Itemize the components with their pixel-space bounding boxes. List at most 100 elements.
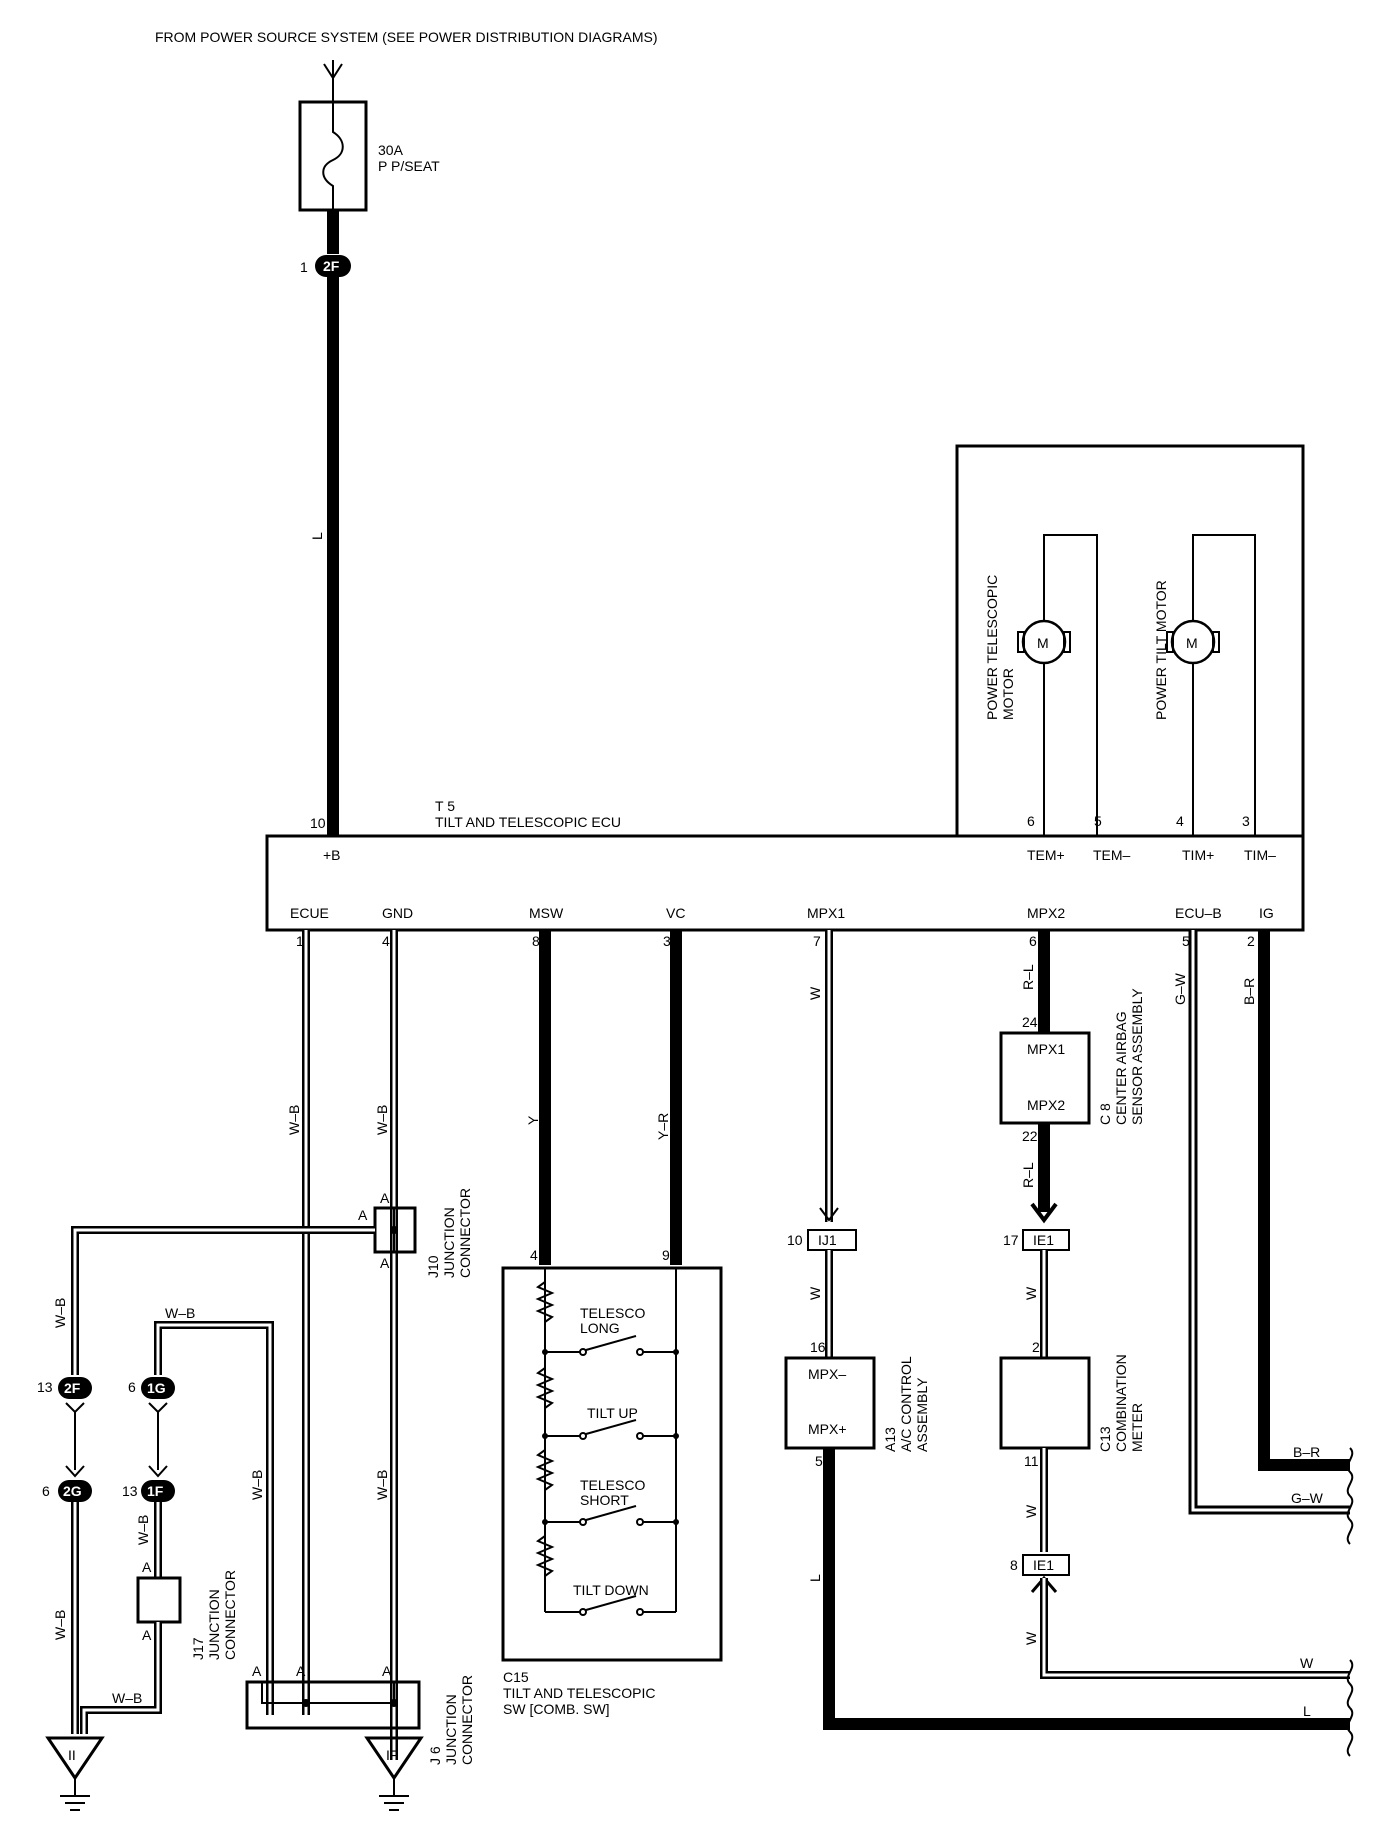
svg-text:IJ1: IJ1	[818, 1232, 837, 1248]
svg-text:4: 4	[1176, 813, 1184, 829]
svg-text:2F: 2F	[323, 258, 340, 274]
svg-text:5: 5	[1182, 933, 1190, 949]
ground-if: IF	[364, 1736, 424, 1811]
connector-ie1-bottom: 8 IE1	[1010, 1554, 1070, 1593]
svg-text:4: 4	[382, 933, 390, 949]
wire-ie1-w-out: W W	[1023, 1578, 1350, 1679]
svg-text:3: 3	[1242, 813, 1250, 829]
svg-text:W–B: W–B	[374, 1105, 390, 1135]
svg-text:8: 8	[1010, 1557, 1018, 1573]
svg-text:CONNECTOR: CONNECTOR	[457, 1188, 473, 1278]
switch-name-2: SW [COMB. SW]	[503, 1701, 610, 1717]
svg-text:2: 2	[1032, 1339, 1040, 1355]
svg-text:5: 5	[815, 1453, 823, 1469]
svg-text:16: 16	[810, 1339, 826, 1355]
svg-text:1G: 1G	[147, 1380, 166, 1396]
svg-text:ECU–B: ECU–B	[1175, 905, 1222, 921]
svg-text:13: 13	[122, 1483, 138, 1499]
junction-j17: A A J17 JUNCTION CONNECTOR	[136, 1559, 238, 1660]
svg-text:W–B: W–B	[135, 1515, 151, 1545]
connector-2f-left: 13 2F	[37, 1377, 92, 1478]
svg-text:A: A	[380, 1190, 390, 1206]
wire-meter-to-ie1: W	[1023, 1448, 1048, 1552]
svg-text:24: 24	[1022, 1014, 1038, 1030]
svg-text:A: A	[382, 1663, 392, 1679]
svg-text:CONNECTOR: CONNECTOR	[222, 1570, 238, 1660]
svg-text:22: 22	[1022, 1128, 1038, 1144]
svg-text:W: W	[1023, 1504, 1039, 1518]
svg-text:A: A	[296, 1663, 306, 1679]
svg-text:2: 2	[1247, 933, 1255, 949]
svg-text:W–B: W–B	[52, 1610, 68, 1640]
svg-text:3: 3	[663, 933, 671, 949]
svg-text:A: A	[252, 1663, 262, 1679]
switch-label-telesco-long-1: TELESCO	[580, 1305, 645, 1321]
motor-housing	[955, 444, 1305, 838]
svg-text:8: 8	[532, 933, 540, 949]
svg-text:L: L	[1303, 1703, 1311, 1719]
fuse-rating: 30A	[378, 142, 404, 158]
svg-text:W: W	[1023, 1631, 1039, 1645]
svg-text:1: 1	[296, 933, 304, 949]
svg-text:M: M	[1186, 635, 1198, 651]
svg-text:4: 4	[530, 1247, 538, 1263]
wire-mpx1: W	[807, 930, 839, 1222]
wire-ecue: W–B	[286, 930, 310, 1715]
svg-text:METER: METER	[1129, 1403, 1145, 1452]
svg-text:R–L: R–L	[1020, 964, 1036, 990]
svg-text:CONNECTOR: CONNECTOR	[459, 1675, 475, 1765]
svg-text:JUNCTION: JUNCTION	[206, 1589, 222, 1660]
wire-1g-branch: W–B W–B	[154, 1305, 274, 1715]
switch-label-tilt-down: TILT DOWN	[573, 1582, 649, 1598]
ecu-t5: T 5 TILT AND TELESCOPIC ECU 10 +B TEM+ T…	[265, 798, 1305, 949]
connector-1g: 6 1G	[128, 1377, 175, 1478]
svg-text:MPX–: MPX–	[808, 1366, 846, 1382]
svg-text:G–W: G–W	[1291, 1490, 1324, 1506]
svg-text:+B: +B	[323, 847, 341, 863]
svg-text:J10: J10	[425, 1255, 441, 1278]
connector-2g: 6 2G	[42, 1480, 92, 1502]
ac-control-a13: MPX– MPX+ A13 A/C CONTROL ASSEMBLY 5	[784, 1356, 930, 1469]
svg-text:A: A	[142, 1559, 152, 1575]
svg-text:IE1: IE1	[1033, 1557, 1054, 1573]
ground-ii: II	[45, 1736, 105, 1811]
continuation-marks	[1346, 1447, 1354, 1757]
svg-text:10: 10	[787, 1232, 803, 1248]
svg-text:B–R: B–R	[1241, 978, 1257, 1005]
wire-gnd: W–B W–B	[374, 930, 398, 1760]
svg-text:Y–R: Y–R	[655, 1113, 671, 1140]
svg-text:W–B: W–B	[112, 1690, 142, 1706]
fuse-name: P P/SEAT	[378, 158, 440, 174]
svg-text:A/C CONTROL: A/C CONTROL	[898, 1356, 914, 1452]
wire-ie1-to-meter: W 2	[1023, 1250, 1048, 1358]
svg-text:CENTER AIRBAG: CENTER AIRBAG	[1113, 1011, 1129, 1125]
svg-text:Y: Y	[525, 1115, 541, 1125]
wire-msw: Y 4	[525, 930, 551, 1265]
svg-text:II: II	[68, 1747, 76, 1763]
svg-text:TEM–: TEM–	[1093, 847, 1131, 863]
svg-text:5: 5	[1094, 813, 1102, 829]
svg-text:W: W	[807, 986, 823, 1000]
svg-text:J 6: J 6	[427, 1746, 443, 1765]
svg-text:2F: 2F	[64, 1380, 81, 1396]
svg-text:6: 6	[1029, 933, 1037, 949]
svg-text:L: L	[807, 1574, 823, 1582]
junction-j6: A A A J 6 JUNCTION CONNECTOR	[245, 1663, 475, 1765]
svg-text:W–B: W–B	[249, 1470, 265, 1500]
airbag-sensor-c8: MPX1 MPX2 C 8 CENTER AIRBAG SENSOR ASSEM…	[999, 988, 1145, 1144]
wire-j10-to-2f: W–B	[52, 1226, 375, 1375]
svg-text:COMBINATION: COMBINATION	[1113, 1354, 1129, 1452]
svg-text:JUNCTION: JUNCTION	[443, 1694, 459, 1765]
svg-text:W–B: W–B	[286, 1105, 302, 1135]
svg-text:IG: IG	[1259, 905, 1274, 921]
wire-2g-to-ground: W–B	[52, 1502, 79, 1734]
wire-ac-l: L L	[807, 1448, 1350, 1730]
svg-text:A13: A13	[882, 1427, 898, 1452]
connector-ie1-top: 17 IE1	[1003, 1229, 1070, 1251]
svg-text:W–B: W–B	[374, 1470, 390, 1500]
switch-name-1: TILT AND TELESCOPIC	[503, 1685, 656, 1701]
svg-text:2G: 2G	[63, 1483, 82, 1499]
junction-j10: A A A J10 JUNCTION CONNECTOR	[358, 1188, 473, 1278]
switch-label-tilt-up: TILT UP	[587, 1405, 638, 1421]
svg-text:J17: J17	[190, 1637, 206, 1660]
